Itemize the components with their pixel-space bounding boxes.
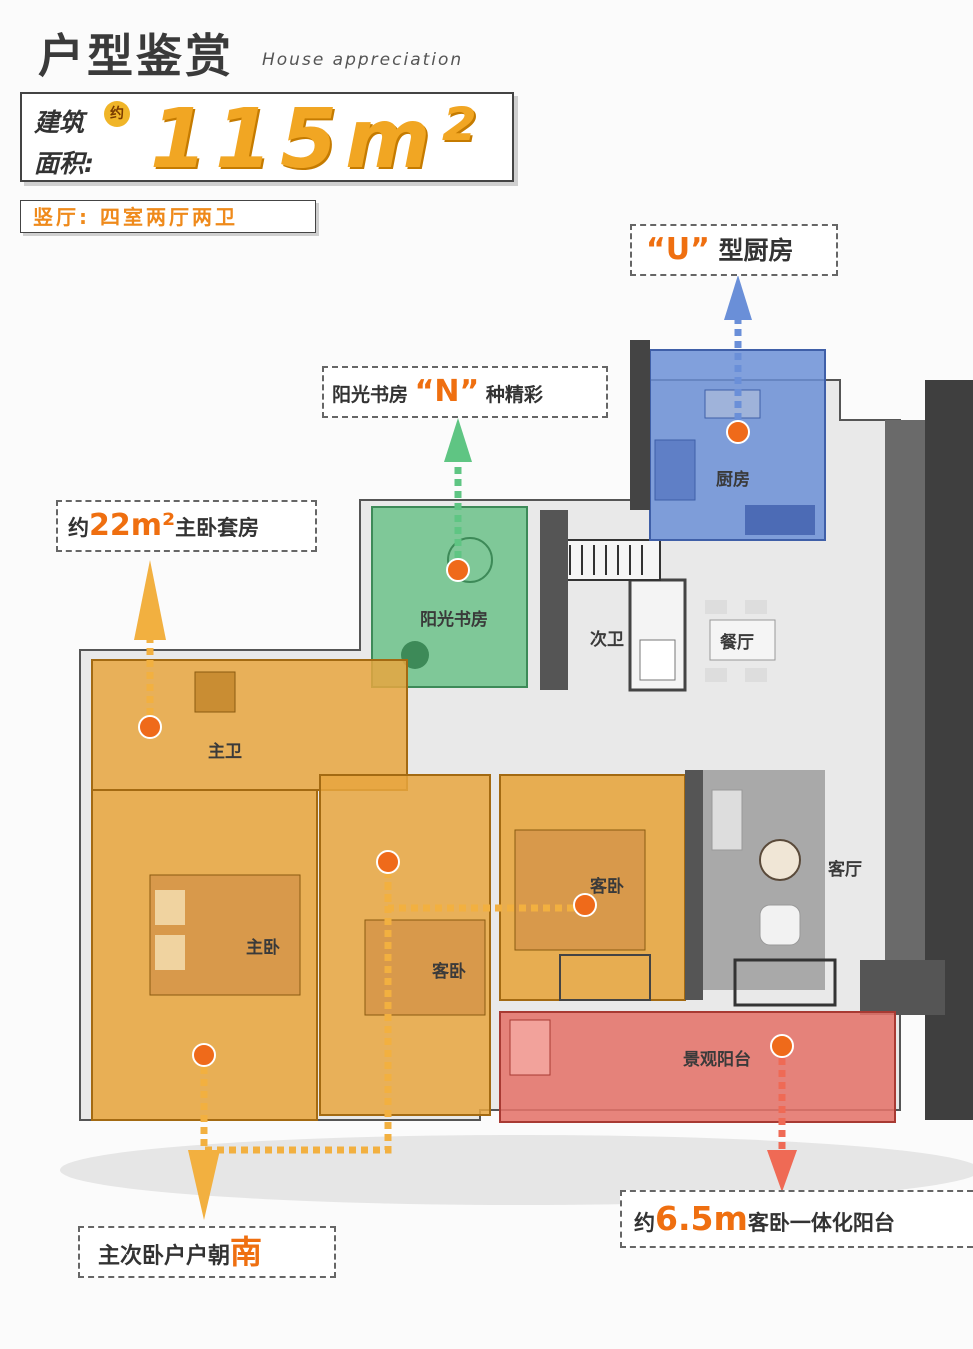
room-label-master-bath: 主卫: [208, 742, 242, 762]
dining-chair: [745, 600, 767, 614]
guest-bed-2: [514, 829, 646, 951]
callout-south-highlight: 南: [230, 1233, 263, 1271]
sofa: [711, 789, 743, 851]
balcony-dot: [770, 1034, 794, 1058]
floor-shadow: [60, 1135, 973, 1205]
callout-south-text: 主次卧户户朝: [98, 1244, 231, 1269]
callout-south: 主次卧户户朝南: [78, 1226, 336, 1278]
balcony-cabinet: [509, 1019, 551, 1076]
callout-master-prefix: 约: [68, 516, 89, 540]
room-label-dining: 餐厅: [720, 633, 754, 653]
callout-study: 阳光书房 “N” 种精彩: [322, 366, 608, 418]
dining-chair: [705, 600, 727, 614]
callout-balcony: 约6.5m客卧一体化阳台: [620, 1190, 973, 1248]
study-chair: [447, 537, 493, 583]
kitchen-arrow: [724, 275, 752, 320]
area-value: 115m²: [150, 92, 483, 187]
approx-badge: 约: [104, 101, 130, 127]
master-bath-dot: [138, 715, 162, 739]
callout-kitchen-quote: “U”: [646, 232, 710, 267]
wardrobe: [559, 954, 651, 1001]
room-label-guest-bed-1: 客卧: [432, 962, 466, 982]
shower: [639, 639, 676, 681]
layout-type: 竖厅: 四室两厅两卫: [20, 200, 316, 233]
stove: [704, 389, 761, 419]
counter: [654, 439, 696, 501]
vanity: [194, 671, 236, 713]
balcony-arrow: [767, 1150, 797, 1192]
room-label-master-bed: 主卧: [246, 938, 280, 958]
room-label-second-bath: 次卫: [590, 630, 624, 650]
study-zone: [371, 506, 528, 688]
master-arrow: [134, 560, 166, 640]
page-subtitle: House appreciation: [262, 50, 464, 70]
guest-bed-1-dot: [376, 850, 400, 874]
callout-kitchen-text: 型厨房: [718, 236, 794, 265]
dining-chair: [705, 668, 727, 682]
wall-block: [860, 960, 945, 1015]
guest-bed-1: [364, 919, 486, 1016]
dining-table: [709, 619, 776, 661]
callout-balcony-prefix: 约: [634, 1211, 655, 1235]
interior-wall: [540, 510, 568, 690]
area-card: [20, 92, 514, 182]
page-title: 户型鉴赏: [38, 29, 234, 83]
shaft: [559, 539, 661, 581]
tv-cabinet: [733, 958, 837, 1007]
pillow: [155, 890, 185, 925]
master-bed-dot: [192, 1043, 216, 1067]
armchair: [759, 904, 801, 946]
room-label-guest-bed-2: 客卧: [590, 877, 624, 897]
area-label-line1: 建筑: [34, 108, 85, 137]
balcony-zone: [499, 1011, 896, 1123]
pillow: [155, 935, 185, 970]
callout-master: 约22m²主卧套房: [56, 500, 317, 552]
callout-study-suffix: 种精彩: [485, 384, 543, 406]
room-label-kitchen: 厨房: [716, 470, 750, 490]
callout-study-quote: “N”: [414, 374, 480, 409]
callout-master-value: 22m²: [89, 508, 176, 543]
kitchen-dot: [726, 420, 750, 444]
callout-study-prefix: 阳光书房: [332, 384, 409, 406]
bedroom-wall: [685, 770, 703, 1000]
area-label-line2: 面积:: [34, 149, 94, 178]
coffee-table: [759, 839, 801, 881]
callout-balcony-suffix: 客卧一体化阳台: [747, 1211, 895, 1235]
room-label-study: 阳光书房: [420, 610, 488, 630]
room-label-living: 客厅: [828, 860, 862, 880]
callout-kitchen: “U” 型厨房: [630, 224, 838, 276]
guest-bed-2-dot: [573, 893, 597, 917]
kitchen-wall: [630, 340, 650, 510]
callout-master-suffix: 主卧套房: [175, 516, 260, 540]
room-label-balcony: 景观阳台: [683, 1050, 751, 1070]
south-arrow: [188, 1150, 220, 1220]
counter-bottom: [745, 505, 815, 535]
dining-chair: [745, 668, 767, 682]
callout-balcony-value: 6.5m: [655, 1199, 748, 1238]
south-path: [200, 862, 585, 1154]
study-arrow: [444, 418, 472, 462]
study-dot: [446, 558, 470, 582]
